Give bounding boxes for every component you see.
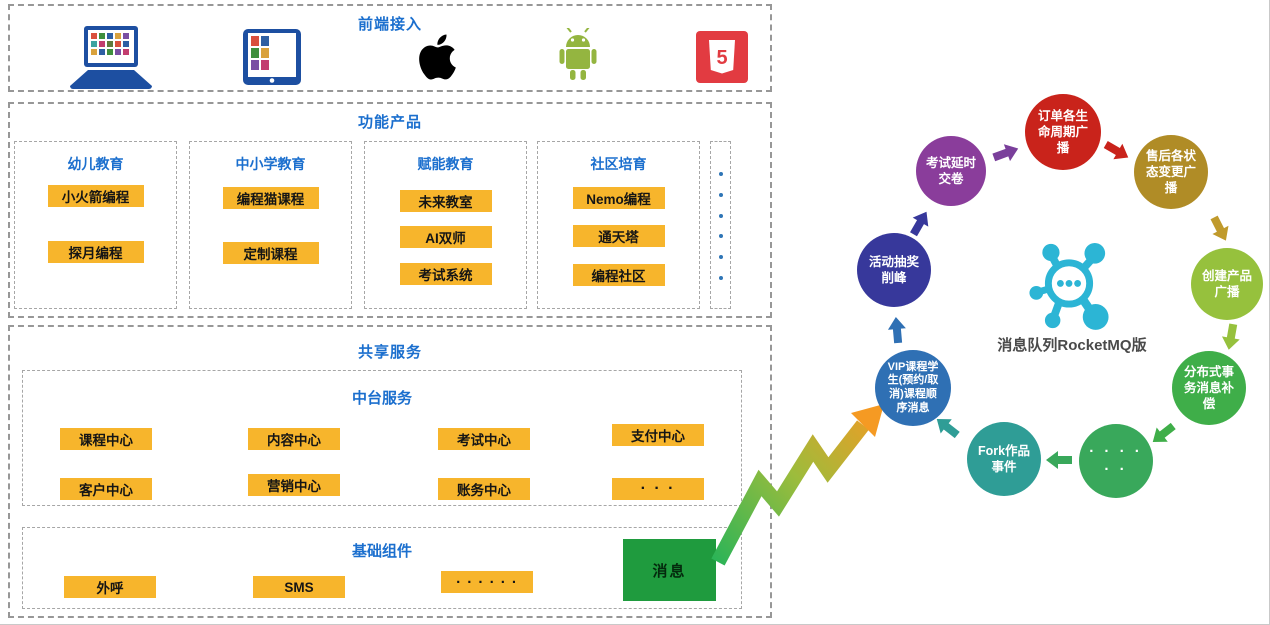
column-title: 幼儿教育 <box>67 156 124 172</box>
column-title: 社区培育 <box>590 156 647 172</box>
function-products-section: 功能产品 <box>8 102 772 318</box>
product-column-k12: 中小学教育 编程猫课程 定制课程 <box>189 141 352 309</box>
column-title: 中小学教育 <box>235 156 306 172</box>
product-column-empowerment: 赋能教育 未来教室 AI双师 考试系统 <box>364 141 527 309</box>
flow-arrow <box>936 418 960 439</box>
column-title: 赋能教育 <box>417 156 474 172</box>
bubble-exam-delay: 考试延时 交卷 <box>916 136 986 206</box>
base-components-section: 基础组件 外呼 SMS · · · · · · <box>22 527 742 609</box>
product-item: 探月编程 <box>47 241 144 263</box>
service-item: 账务中心 <box>438 478 530 500</box>
service-item: 课程中心 <box>60 428 152 450</box>
frontend-section-title: 前端接入 <box>357 16 422 33</box>
product-item: 考试系统 <box>399 263 492 285</box>
more-products-dots <box>711 172 730 280</box>
products-section-title: 功能产品 <box>357 114 422 131</box>
service-item: 营销中心 <box>248 474 340 496</box>
flow-arrow <box>992 144 1019 162</box>
product-item: 未来教室 <box>399 190 492 212</box>
flow-arrow <box>1221 323 1240 350</box>
base-components-title: 基础组件 <box>351 543 412 560</box>
growth-arrow <box>711 404 884 566</box>
flow-arrow <box>887 317 906 344</box>
android-icon <box>559 28 597 80</box>
bubble-aftersale: 售后各状 态变更广 播 <box>1134 135 1208 209</box>
frontend-access-section: 前端接入 <box>8 4 772 92</box>
message-component-box: 消息 <box>623 539 716 601</box>
rocketmq-label: 消息队列RocketMQ版 <box>997 337 1147 354</box>
midplatform-title: 中台服务 <box>351 390 412 407</box>
service-item-more: · · · <box>612 478 704 500</box>
bubble-create-product: 创建产品 广播 <box>1191 248 1263 320</box>
product-item: 小火箭编程 <box>47 185 144 207</box>
product-item: 定制课程 <box>222 242 319 264</box>
product-item: 通天塔 <box>572 225 665 247</box>
laptop-icon <box>70 26 152 89</box>
bubble-vip-course: VIP课程学 生(预约/取 消)课程顺 序消息 <box>875 350 951 426</box>
flow-arrow <box>1103 141 1129 160</box>
bubble-lottery-peak: 活动抽奖 削峰 <box>857 233 931 307</box>
flow-arrow <box>910 211 929 237</box>
product-column-community: 社区培育 Nemo编程 通天塔 编程社区 <box>537 141 700 309</box>
bubble-fork-event: Fork作品 事件 <box>967 422 1041 496</box>
midplatform-section: 中台服务 课程中心 内容中心 考试中心 支付中心 客户中心 营销中心 账务中心 … <box>22 370 742 506</box>
base-item-more: · · · · · · <box>441 571 533 593</box>
bubble-more-dots: · · · · · · <box>1079 424 1153 498</box>
service-item: 客户中心 <box>60 478 152 500</box>
bubble-distributed-tx: 分布式事 务消息补 偿 <box>1172 351 1246 425</box>
product-item: 编程猫课程 <box>222 187 319 209</box>
flow-arrow <box>1210 215 1229 241</box>
flow-arrow <box>1046 451 1072 469</box>
apple-icon <box>419 34 456 80</box>
svg-text:5: 5 <box>716 47 727 69</box>
bubble-order-lifecycle: 订单各生 命周期广 播 <box>1025 94 1101 170</box>
product-item: AI双师 <box>399 226 492 248</box>
rocketmq-logo-icon <box>1029 243 1109 330</box>
product-item: Nemo编程 <box>572 187 665 209</box>
base-item: SMS <box>253 576 345 598</box>
product-column-more <box>710 141 731 309</box>
service-item: 考试中心 <box>438 428 530 450</box>
service-item: 内容中心 <box>248 428 340 450</box>
tablet-icon <box>243 29 301 85</box>
shared-section-title: 共享服务 <box>357 344 422 361</box>
product-item: 编程社区 <box>572 264 665 286</box>
html5-icon: 5 <box>696 31 748 83</box>
product-column-early-childhood: 幼儿教育 小火箭编程 探月编程 <box>14 141 177 309</box>
flow-arrow <box>1152 422 1176 443</box>
base-item: 外呼 <box>64 576 156 598</box>
service-item: 支付中心 <box>612 424 704 446</box>
shared-services-section: 共享服务 <box>8 325 772 618</box>
